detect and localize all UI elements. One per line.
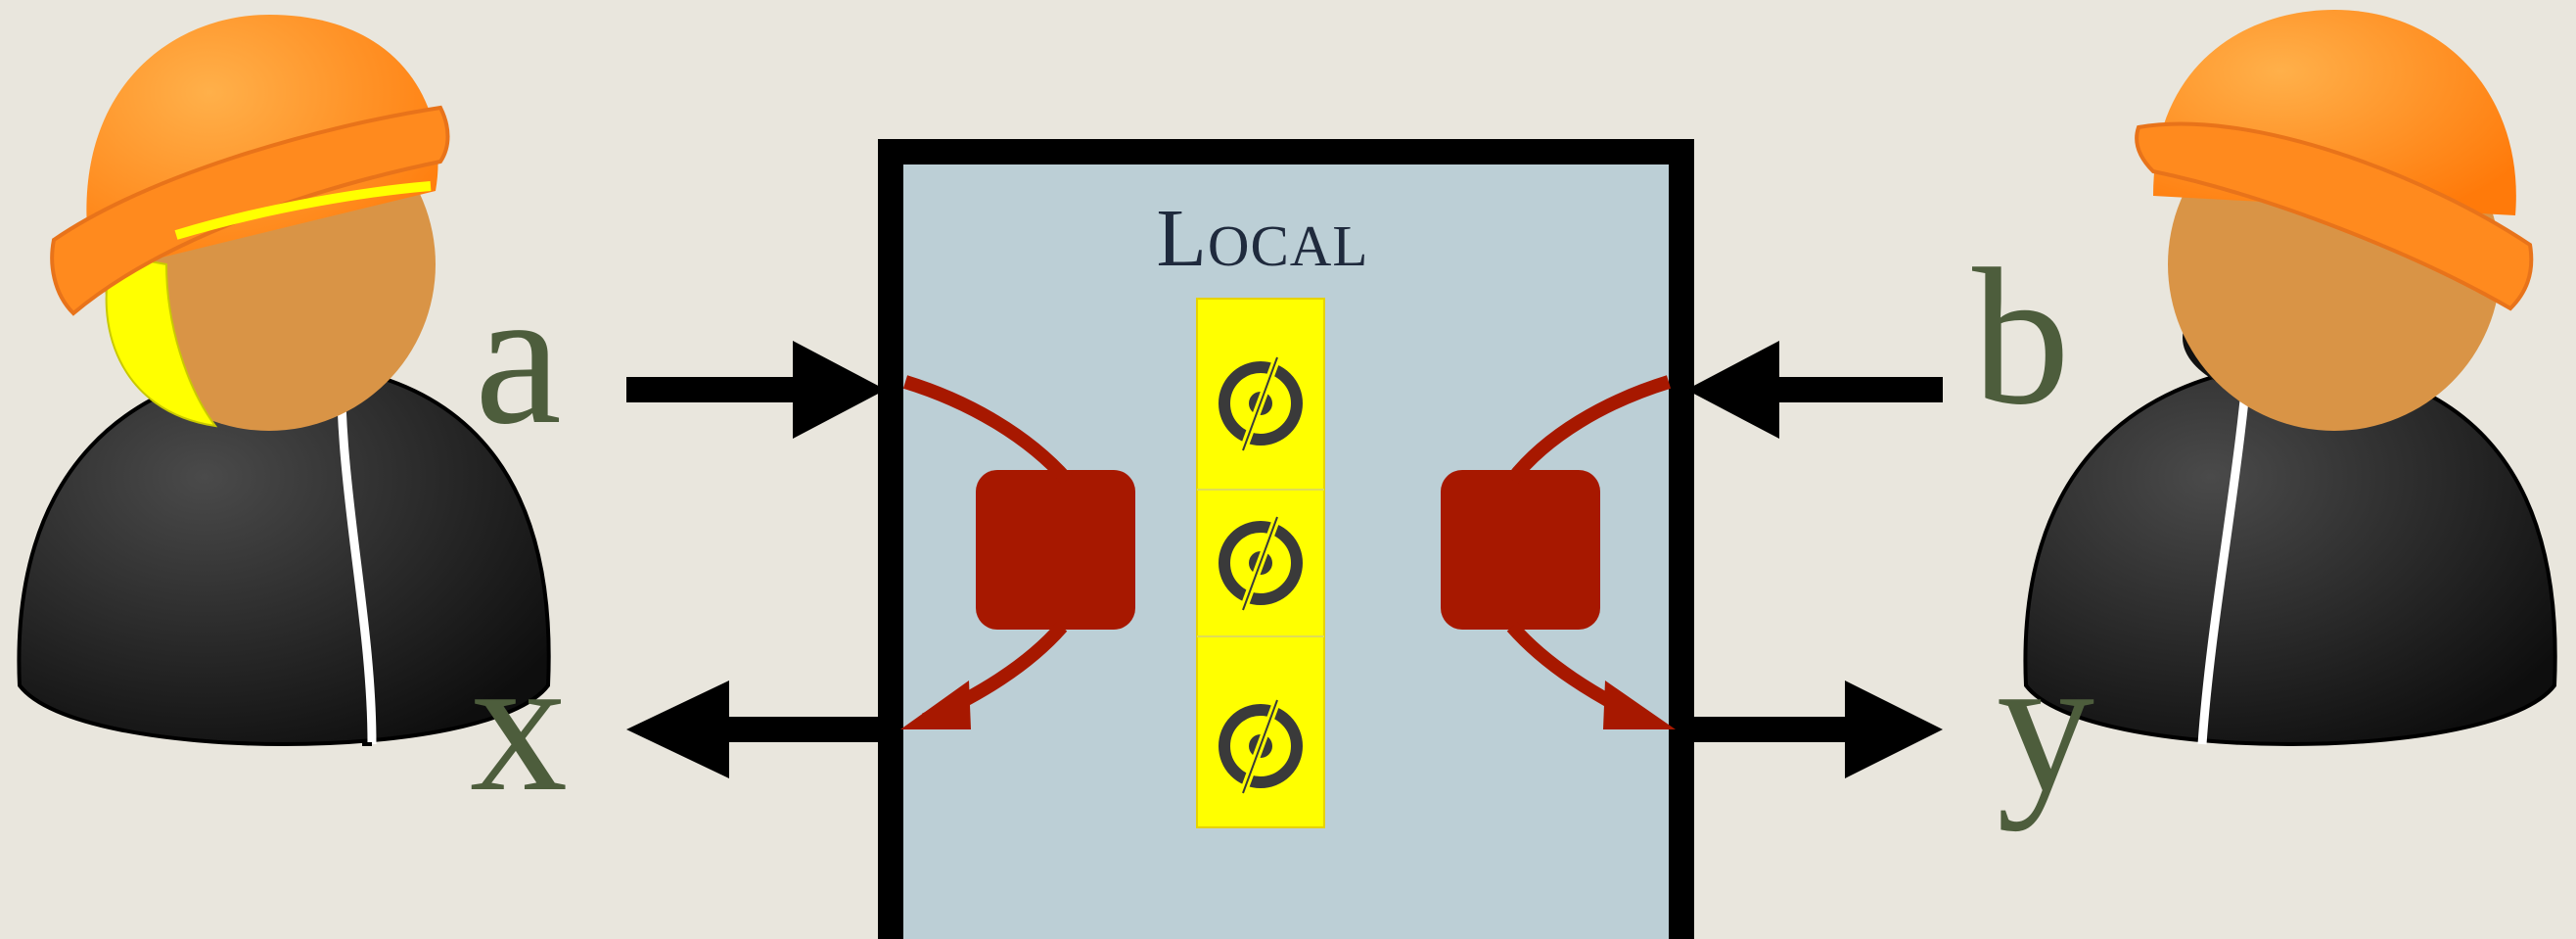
left-red-arrow-in (902, 375, 1073, 485)
zero-bit-token-icon (1219, 698, 1303, 795)
input-arrow-b (1686, 341, 1943, 439)
left-user-icon (17, 15, 551, 746)
output-arrow-x (626, 681, 881, 778)
input-arrow-a (626, 341, 886, 439)
input-label-a: a (475, 249, 562, 465)
input-label-b: b (1972, 229, 2070, 446)
output-label-y: y (1997, 616, 2094, 832)
output-arrow-y (1686, 681, 1943, 778)
right-processor-block (1441, 470, 1600, 630)
left-processor-block (976, 470, 1135, 630)
box-title: Local (1156, 193, 1369, 284)
zero-bit-token-icon (1219, 355, 1303, 452)
right-user-icon (2023, 10, 2557, 746)
output-label-x: x (470, 616, 568, 832)
right-red-arrow-in (1506, 375, 1672, 485)
zero-bit-token-icon (1219, 515, 1303, 612)
